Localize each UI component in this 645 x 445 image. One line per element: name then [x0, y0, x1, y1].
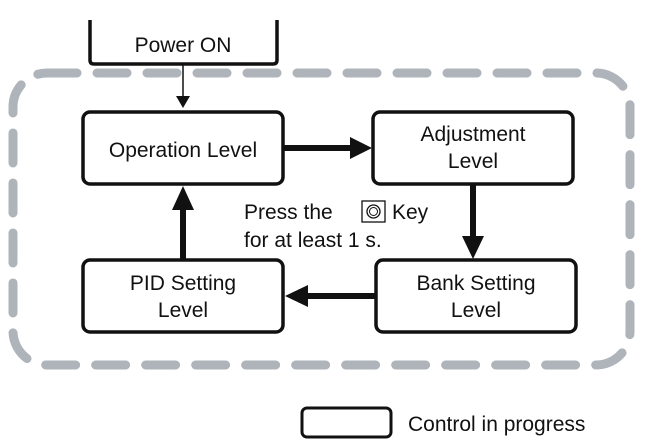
power-on-node: Power ON [88, 20, 279, 66]
note-line2: for at least 1 s. [244, 229, 382, 252]
operation-level-node: Operation Level [81, 110, 285, 186]
note-line1-suffix: Key [392, 201, 429, 224]
control-region-border [8, 68, 635, 370]
arrow-operation-to-adjustment [283, 137, 372, 159]
legend-label: Control in progress [408, 413, 585, 436]
legend: Control in progress [300, 406, 585, 439]
key-press-note: Press the Key for at least 1 s. [244, 200, 429, 252]
adjustment-level-label-line2: Level [448, 150, 498, 173]
bank-setting-level-label-line2: Level [451, 299, 501, 322]
power-on-label: Power ON [135, 34, 232, 57]
bank-setting-level-label-line1: Bank Setting [416, 272, 535, 295]
arrow-bank-setting-to-pid-setting [285, 285, 376, 307]
adjustment-level-label-line1: Adjustment [420, 123, 525, 146]
adjustment-level-node: Adjustment Level [371, 110, 575, 186]
pid-setting-level-label-line2: Level [158, 299, 208, 322]
pid-setting-level-label-line1: PID Setting [130, 272, 236, 295]
bank-setting-level-node: Bank Setting Level [374, 258, 578, 334]
arrow-pid-setting-to-operation [172, 186, 194, 260]
operation-level-label: Operation Level [109, 139, 257, 162]
arrow-adjustment-to-bank-setting [462, 184, 484, 259]
note-line1-prefix: Press the [244, 201, 333, 224]
power-on-arrow [176, 64, 190, 108]
pid-setting-level-node: PID Setting Level [81, 258, 285, 334]
legend-box-swatch [300, 406, 393, 439]
mode-key-icon [361, 200, 386, 223]
